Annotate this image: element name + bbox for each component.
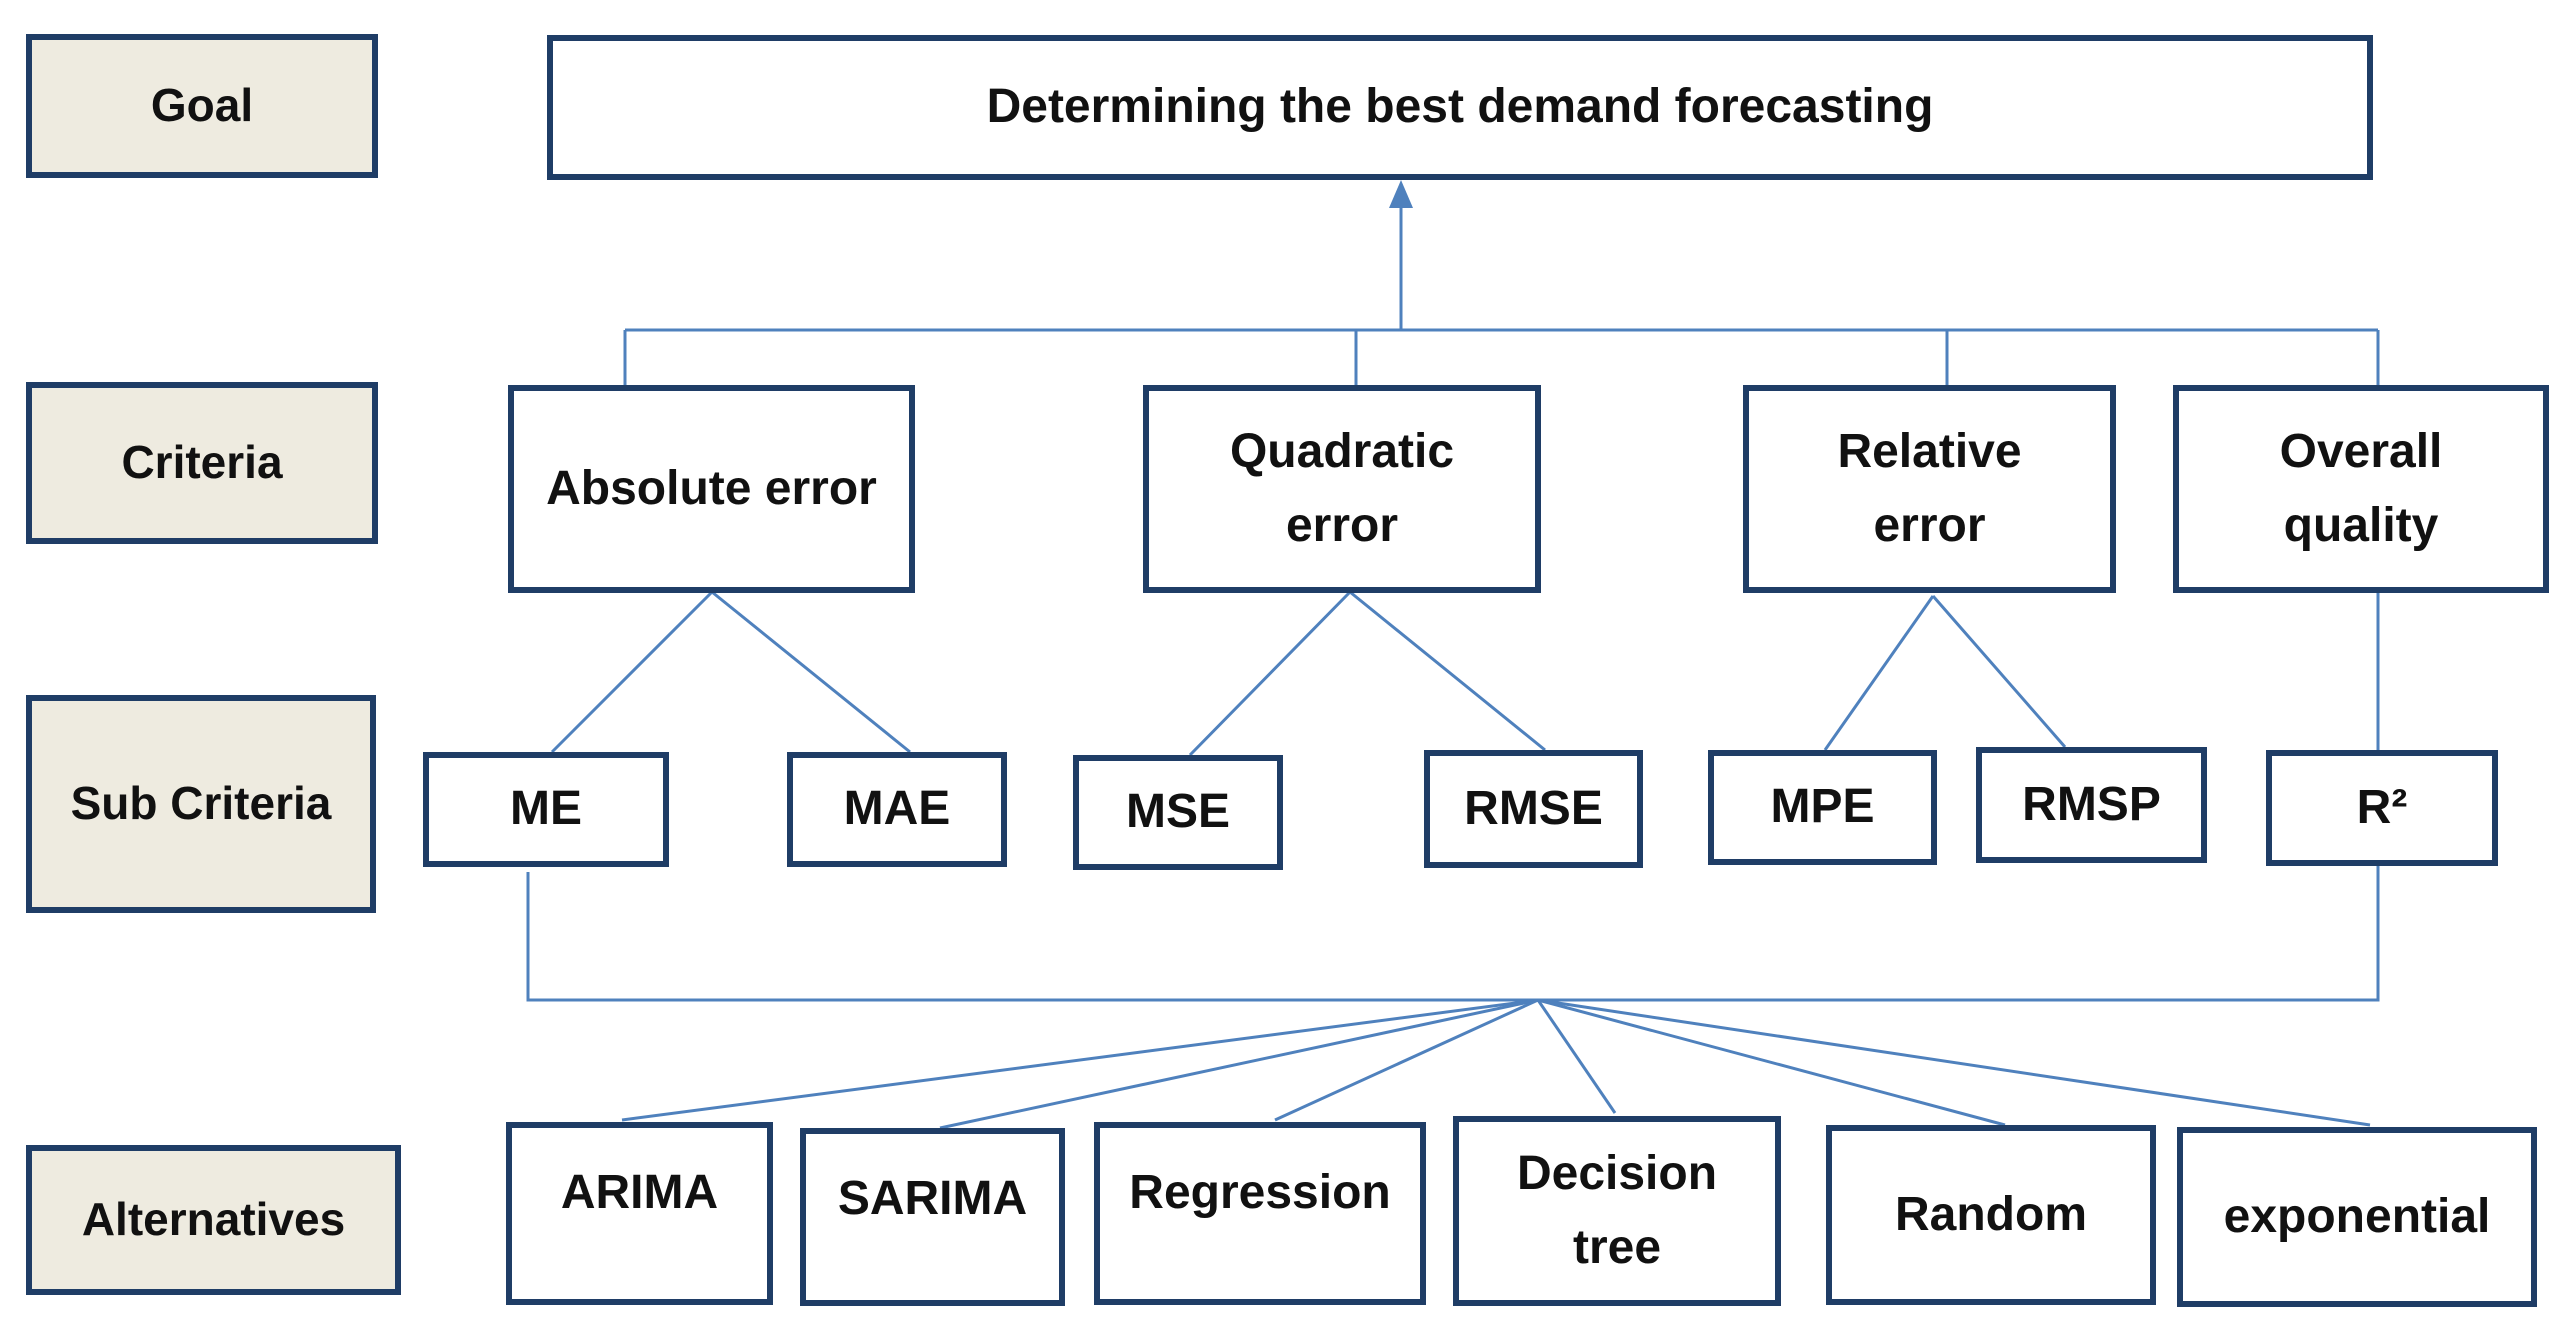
link-relative-error-rmsp [1931, 595, 2067, 748]
link-hub-decision-tree [1536, 999, 1617, 1114]
subcriterion-mse: MSE [1073, 755, 1283, 870]
subcriterion-mae: MAE [787, 752, 1007, 867]
link-hub-regression [1274, 998, 1539, 1122]
alternative-arima: ARIMA [506, 1122, 773, 1305]
alternative-sarima: SARIMA [800, 1128, 1065, 1306]
link-hub-random [1537, 998, 2006, 1127]
link-quadratic-error-rmse [1349, 590, 1546, 752]
link-relative-error-mpe [1823, 595, 1935, 751]
level-goal: Goal [26, 34, 378, 178]
alternative-decision-tree: Decision tree [1453, 1116, 1781, 1306]
level-criteria: Criteria [26, 382, 378, 544]
subcriterion-mpe: MPE [1708, 750, 1937, 865]
subcriterion-rmse: RMSE [1424, 750, 1643, 868]
goal-arrowhead [1389, 180, 1413, 208]
criterion-relative-error: Relative error [1743, 385, 2116, 593]
alternative-regression: Regression [1094, 1122, 1426, 1305]
level-sub-criteria: Sub Criteria [26, 695, 376, 913]
subcriteria-bus [526, 866, 2380, 1002]
subcriterion-rmsp: RMSP [1976, 747, 2207, 863]
criterion-overall-quality: Overall quality [2173, 385, 2549, 593]
link-hub-arima [621, 998, 1539, 1122]
link-quadratic-error-mse [1188, 590, 1352, 757]
goal-box: Determining the best demand forecasting [547, 35, 2373, 180]
level-alternatives: Alternatives [26, 1145, 401, 1295]
alternative-exponential: exponential [2177, 1127, 2537, 1307]
link-absolute-error-me [550, 590, 714, 754]
link-absolute-error-mae [711, 590, 911, 754]
subcriterion-me: ME [423, 752, 669, 867]
criterion-absolute-error: Absolute error [508, 385, 915, 593]
alternative-random: Random [1826, 1125, 2156, 1305]
subcriterion-r2: R² [2266, 750, 2498, 866]
link-hub-exponential [1537, 998, 2371, 1127]
criterion-quadratic-error: Quadratic error [1143, 385, 1541, 593]
link-hub-sarima [939, 998, 1539, 1130]
